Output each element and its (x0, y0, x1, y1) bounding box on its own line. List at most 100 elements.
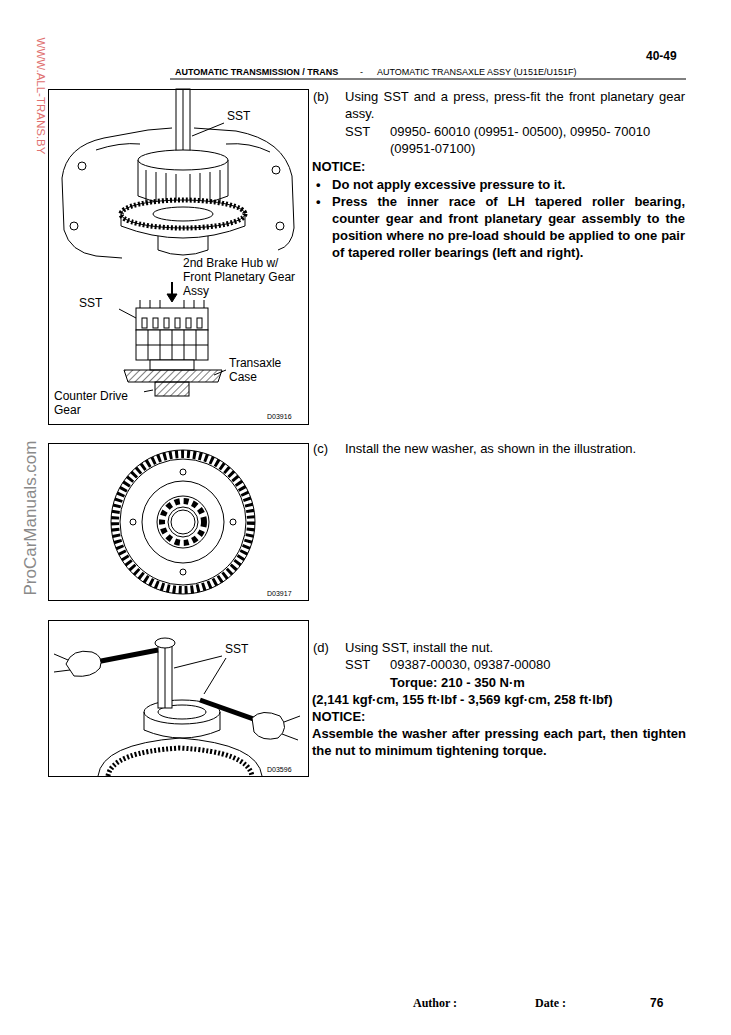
drawing-part (153, 207, 213, 221)
sst-label: SST (345, 656, 370, 673)
header-text: - (360, 66, 363, 78)
drawing-part (180, 569, 186, 575)
figure-code: D03916 (267, 412, 307, 421)
drawing-part (115, 454, 251, 590)
drawing-part (121, 200, 245, 228)
drawing-part (272, 166, 280, 174)
drawing-part (171, 510, 195, 534)
drawing-part (155, 382, 189, 396)
drawing-part (230, 519, 236, 525)
figure-code: D03596 (267, 765, 307, 774)
drawing-part (150, 360, 194, 370)
drawing-part (197, 318, 202, 328)
notice-text: Press the inner race of LH tapered rolle… (332, 193, 685, 261)
drawing-part (276, 222, 284, 230)
drawing-part (165, 640, 166, 708)
torque-spec: Torque: 210 - 350 N·m (390, 674, 685, 691)
drawing-part (170, 79, 686, 80)
sst-number: 09387-00030, 09387-00080 (390, 656, 685, 673)
sst-label: SST (79, 296, 119, 310)
drawing-part (180, 469, 186, 475)
figure-frame: D03917 (48, 443, 309, 601)
drawing-part (176, 89, 190, 151)
drawing-part (136, 308, 208, 330)
watermark: WWW.ALL-TRANS.BY (35, 38, 47, 155)
footer-text: Author : (413, 996, 457, 1011)
torque-wrench-drawing (54, 638, 300, 776)
drawing-part (186, 318, 191, 328)
drawing-part (167, 294, 177, 302)
drawing-part (157, 496, 209, 548)
figure-code: D03917 (267, 589, 307, 598)
drawing-part (62, 178, 122, 258)
drawing-part (111, 450, 255, 594)
drawing-part (98, 738, 262, 776)
step-letter: (c) (313, 440, 328, 457)
drawing-part (214, 370, 226, 375)
drawing-part (70, 222, 78, 230)
sst-number: 09950- 60010 (09951- 00500), 09950- 7001… (390, 123, 685, 157)
gear-washer-drawing (111, 450, 255, 594)
transaxle-case-drawing (62, 89, 294, 258)
header-text: AUTOMATIC TRANSAXLE ASSY (U151E/U151F) (377, 66, 576, 78)
drawing-part (120, 459, 246, 585)
drawing-part (158, 640, 172, 708)
figure-frame: SST 2nd Brake Hub w/ Front Planetary Gear… (48, 89, 309, 425)
part-label: 2nd Brake Hub w/ Front Planetary Gear As… (183, 256, 299, 298)
drawing-part (168, 507, 198, 537)
step-text: Using SST, install the nut. (345, 639, 685, 656)
drawing-part (136, 330, 208, 360)
torque-spec: (2,141 kgf·cm, 155 ft·lbf - 3,569 kgf·cm… (312, 691, 692, 708)
page-number: 40-49 (646, 49, 677, 64)
part-label: Counter Drive Gear (54, 389, 144, 417)
drawing-part (144, 712, 220, 738)
notice-text: Do not apply excessive pressure to it. (332, 176, 685, 193)
drawing-part (54, 654, 70, 672)
sst-label: SST (225, 642, 265, 656)
drawing-part (155, 638, 175, 648)
bullet: • (316, 193, 321, 210)
drawing-part (142, 481, 224, 563)
sst-label: SST (227, 109, 267, 123)
drawing-part (153, 318, 158, 328)
drawing-part (282, 716, 300, 740)
drawing-part (183, 89, 184, 150)
page-number: 76 (650, 996, 663, 1011)
drawing-part (136, 330, 208, 360)
drawing-part (162, 501, 204, 543)
drawing-part (175, 318, 180, 328)
step-letter: (d) (313, 639, 329, 656)
notice-heading: NOTICE: (312, 158, 365, 175)
drawing-part (96, 650, 158, 662)
footer-text: Date : (535, 996, 566, 1011)
drawing-part (252, 712, 285, 739)
step-text: Using SST and a press, press-fit the fro… (345, 88, 685, 122)
step-letter: (b) (313, 88, 329, 105)
drawing-part (138, 150, 228, 170)
drawing-part (121, 200, 245, 228)
notice-heading: NOTICE: (312, 708, 365, 725)
watermark: ProCarManuals.com (21, 441, 41, 596)
drawing-part (142, 318, 147, 328)
drawing-part (124, 370, 222, 382)
header-rule (170, 79, 686, 80)
drawing-part (158, 236, 208, 255)
part-label: Transaxle Case (229, 356, 299, 384)
figure-frame: SST D03596 (48, 620, 309, 777)
drawing-part (192, 123, 224, 136)
drawing-part (174, 656, 222, 668)
sst-label: SST (345, 123, 370, 140)
drawing-part (108, 748, 252, 776)
drawing-part (130, 519, 136, 525)
drawing-part (204, 658, 226, 694)
header-text: AUTOMATIC TRANSMISSION / TRANS (175, 66, 338, 78)
drawing-part (66, 651, 101, 676)
drawing-part (164, 318, 169, 328)
leader-line (192, 123, 224, 136)
bullet: • (316, 176, 321, 193)
step-text: Install the new washer, as shown in the … (345, 440, 685, 457)
drawing-part (140, 300, 204, 308)
drawing-part (78, 162, 86, 170)
notice-text: Assemble the washer after pressing each … (312, 725, 686, 759)
